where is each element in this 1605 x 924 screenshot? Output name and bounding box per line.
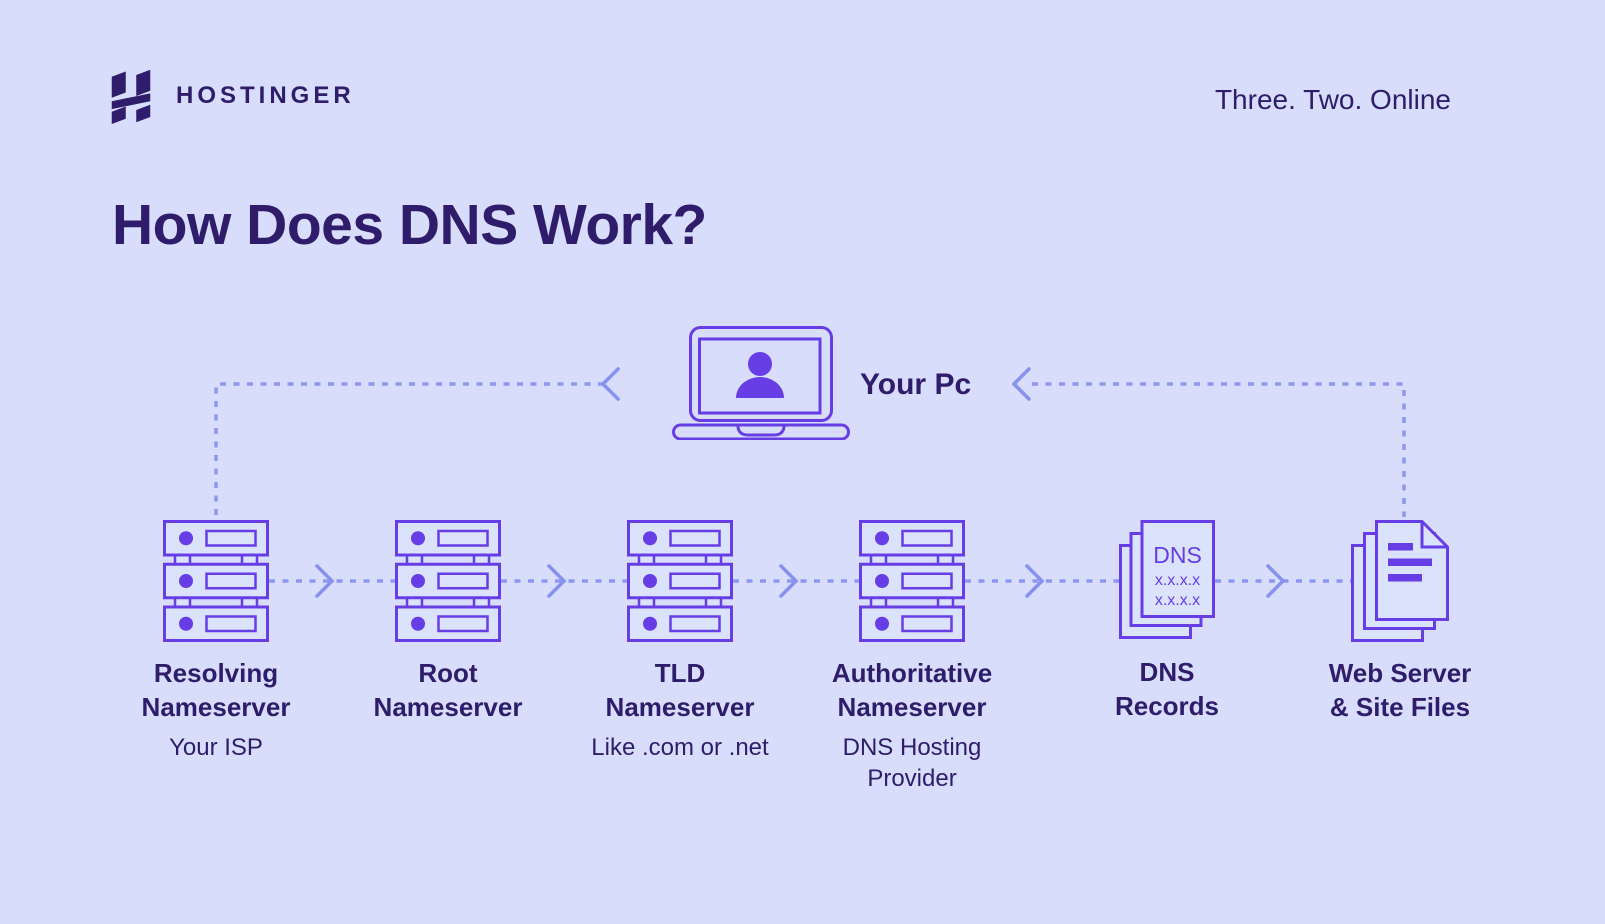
node-web-server: Web Server & Site Files <box>1290 520 1510 725</box>
dns-card-line: x.x.x.x <box>1155 572 1200 589</box>
node-root-nameserver: Root Nameserver <box>338 520 558 725</box>
arrow-root-to-tld <box>501 564 627 598</box>
server-icon <box>395 520 501 642</box>
node-authoritative-nameserver: Authoritative Nameserver DNS Hosting Pro… <box>802 520 1022 794</box>
arrow-tld-to-authoritative <box>733 564 859 598</box>
brand-name: HOSTINGER <box>176 82 355 109</box>
user-icon <box>736 352 784 398</box>
node-label: TLD Nameserver <box>605 658 755 722</box>
hostinger-logo: HOSTINGER <box>110 68 355 124</box>
client-label: Your Pc <box>860 368 972 401</box>
page-title: How Does DNS Work? <box>112 193 707 257</box>
node-label: Web Server & Site Files <box>1328 658 1472 722</box>
node-tld-nameserver: TLD Nameserver Like .com or .net <box>570 520 790 763</box>
node-sublabel: Your ISP <box>169 733 263 761</box>
node-label: Authoritative Nameserver <box>831 658 993 722</box>
dns-card-title: DNS <box>1153 542 1202 568</box>
dns-records-icon: DNS x.x.x.x x.x.x.x <box>1119 520 1215 639</box>
arrow-webserver-to-pc <box>1011 367 1406 517</box>
laptop-user-icon <box>672 326 850 441</box>
server-icon <box>163 520 269 642</box>
arrow-resolving-to-root <box>269 564 395 598</box>
node-sublabel: DNS Hosting Provider <box>842 733 982 792</box>
node-sublabel: Like .com or .net <box>591 733 769 761</box>
client-pc <box>672 326 850 441</box>
arrow-pc-to-resolving <box>214 367 620 517</box>
node-label: Resolving Nameserver <box>141 658 291 722</box>
brand-tagline: Three. Two. Online <box>1214 84 1451 115</box>
site-files-icon <box>1351 520 1449 642</box>
node-dns-records: DNS x.x.x.x x.x.x.x DNS Records <box>1057 520 1277 724</box>
node-label: Root Nameserver <box>373 658 523 722</box>
arrow-authoritative-to-dnsrecords <box>965 564 1119 598</box>
server-icon <box>627 520 733 642</box>
hostinger-h-icon <box>111 69 151 124</box>
node-resolving-nameserver: Resolving Nameserver Your ISP <box>106 520 326 763</box>
arrow-dnsrecords-to-webserver <box>1215 564 1351 598</box>
dns-card-line: x.x.x.x <box>1155 592 1200 609</box>
node-label: DNS Records <box>1114 657 1220 721</box>
server-icon <box>859 520 965 642</box>
